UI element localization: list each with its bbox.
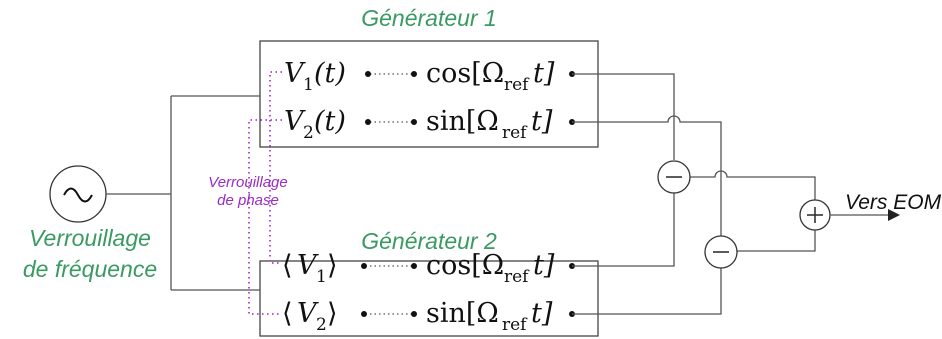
phase-lock-label-line2: de phase — [217, 192, 279, 209]
svg-text:t]: t] — [533, 58, 555, 89]
generator-2-box — [259, 260, 599, 337]
signal-v1-t: V 1 (t) — [284, 58, 346, 95]
frequency-lock-label-line1: Verrouillage — [29, 225, 151, 251]
output-arrow — [830, 209, 900, 221]
svg-text:t]: t] — [531, 106, 553, 137]
signal-v1-average: ⟨ V 1 ⟩ — [282, 250, 338, 287]
frequency-lock-label-line2: de fréquence — [23, 256, 157, 282]
phase-lock-lines — [248, 71, 282, 315]
svg-text:t]: t] — [531, 298, 553, 329]
signal-sin-row1: sin[Ω ref t] — [426, 106, 553, 143]
sine-wave-icon — [63, 187, 93, 203]
svg-text:sin[Ω: sin[Ω — [426, 298, 499, 329]
svg-text:V: V — [297, 250, 319, 281]
svg-text:V: V — [297, 298, 319, 329]
svg-text:V: V — [284, 58, 306, 89]
generator-2-title: Générateur 2 — [361, 228, 497, 254]
svg-text:ref: ref — [502, 315, 528, 335]
internal-dotted-connections — [370, 73, 412, 315]
svg-text:ref: ref — [502, 123, 528, 143]
svg-text:sin[Ω: sin[Ω — [426, 106, 499, 137]
signal-cos-row1: cos[Ω ref t] — [426, 58, 555, 95]
adder — [799, 199, 831, 231]
svg-text:⟨: ⟨ — [282, 298, 293, 329]
svg-text:⟩: ⟩ — [327, 298, 338, 329]
subtractor-2 — [704, 235, 738, 269]
svg-text:⟨: ⟨ — [282, 250, 293, 281]
svg-text:2: 2 — [316, 315, 327, 335]
svg-text:⟩: ⟩ — [327, 250, 338, 281]
signal-sin-row2: sin[Ω ref t] — [426, 298, 553, 335]
signal-v2-average: ⟨ V 2 ⟩ — [282, 298, 338, 335]
svg-text:V: V — [284, 106, 306, 137]
generator-1-title: Générateur 1 — [361, 5, 497, 31]
svg-text:cos[Ω: cos[Ω — [426, 58, 504, 89]
signal-v2-t: V 2 (t) — [284, 106, 346, 143]
svg-text:1: 1 — [303, 75, 314, 95]
svg-text:ref: ref — [504, 75, 530, 95]
signal-cos-row2: cos[Ω ref t] — [426, 250, 555, 287]
generator-1-box — [259, 40, 599, 148]
frequency-lock-wires — [106, 95, 260, 291]
connection-dots — [361, 71, 575, 317]
phase-lock-label-line1: Verrouillage — [208, 174, 288, 191]
output-label: Vers EOM — [845, 191, 942, 214]
svg-text:(t): (t) — [314, 58, 346, 89]
svg-text:cos[Ω: cos[Ω — [426, 250, 504, 281]
svg-text:2: 2 — [303, 123, 314, 143]
svg-text:(t): (t) — [314, 106, 346, 137]
svg-text:t]: t] — [533, 250, 555, 281]
output-wires — [572, 73, 816, 315]
svg-text:1: 1 — [316, 267, 327, 287]
subtractor-1 — [657, 160, 691, 194]
svg-text:ref: ref — [504, 267, 530, 287]
